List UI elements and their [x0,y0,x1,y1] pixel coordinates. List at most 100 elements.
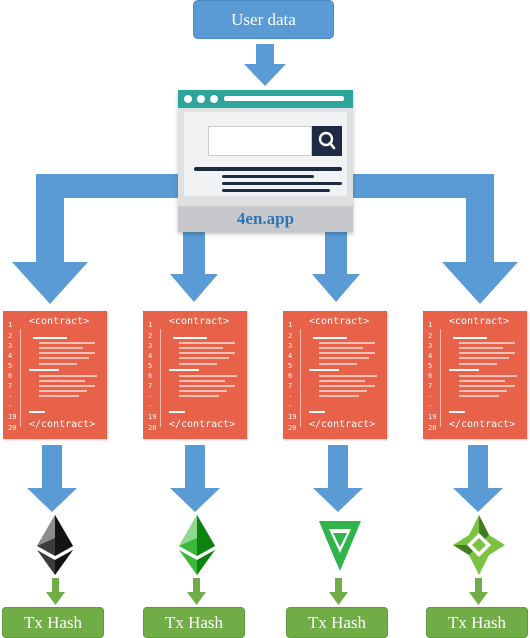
code-line [449,369,479,371]
search-field [208,126,312,156]
code-line [39,375,97,377]
line-number: 2 [288,332,293,340]
contract-close-tag: </contract> [29,419,96,430]
contract-open-tag: <contract> [449,316,510,327]
line-number: 3 [8,342,13,350]
waves-like-star-icon [453,515,505,575]
line-number: 19 [288,413,297,421]
content-line [194,167,342,171]
code-line [179,342,235,344]
content-line [222,175,314,178]
line-number: 20 [288,424,297,432]
code-line [173,337,207,339]
contract-open-tag: <contract> [29,316,90,327]
address-bar [224,96,344,101]
line-number: . [8,391,13,399]
line-number: 4 [148,352,153,360]
ethereum-icon [37,515,73,575]
line-number: 1 [428,321,433,329]
tx-hash-label: Tx Hash [447,612,507,632]
search-icon [312,126,342,156]
window-dot [184,95,192,103]
line-number: 1 [148,321,153,329]
line-number: 2 [428,332,433,340]
line-number: 6 [8,372,13,380]
code-gutter-line [160,329,161,427]
code-line [309,411,325,413]
window-dot [197,95,205,103]
code-line [39,380,85,382]
line-number: 7 [8,382,13,390]
code-gutter-line [440,329,441,427]
arrow-contract-1-to-chain [27,445,77,512]
code-line [179,375,237,377]
code-line [29,369,59,371]
line-number: . [288,391,293,399]
line-number: 6 [148,372,153,380]
content-line [222,182,342,185]
code-gutter-line [300,329,301,427]
code-line [319,395,359,397]
code-line [459,342,515,344]
code-line [179,380,225,382]
code-line [39,347,83,349]
app-domain-banner: 4en.app [178,206,353,232]
line-number: . [8,400,13,408]
line-number: . [148,400,153,408]
code-line [449,411,465,413]
code-line [169,369,199,371]
window-dot [210,95,218,103]
code-line [319,352,375,354]
line-number: 7 [288,382,293,390]
code-line [179,347,223,349]
code-line [39,390,87,392]
ethereum-classic-icon [179,515,215,575]
code-line [459,380,505,382]
contract-close-tag: </contract> [169,419,236,430]
code-line [459,363,497,365]
code-line [313,337,347,339]
code-line [459,347,503,349]
code-line [319,363,357,365]
line-number: 4 [8,352,13,360]
code-line [29,411,45,413]
arrow-chain-3-to-hash [329,578,348,605]
line-number: 5 [288,362,293,370]
tron-like-triangle-icon [319,521,361,571]
code-line [459,375,517,377]
arrow-user-to-app [244,44,286,86]
code-line [319,342,375,344]
line-number: 5 [428,362,433,370]
tx-hash-label: Tx Hash [164,612,224,632]
content-line [222,189,330,192]
line-number: 5 [148,362,153,370]
line-number: 7 [148,382,153,390]
code-line [453,337,487,339]
line-number: 4 [288,352,293,360]
code-line [459,357,509,359]
tx-hash-box: Tx Hash [2,607,104,638]
code-line [33,337,67,339]
line-number: 5 [8,362,13,370]
code-line [459,385,515,387]
code-line [179,363,217,365]
line-number: 3 [288,342,293,350]
arrow-contract-3-to-chain [313,445,363,512]
code-line [319,357,369,359]
line-number: . [428,400,433,408]
arrow-chain-2-to-hash [187,578,206,605]
arrow-app-to-contract-2 [170,232,218,302]
code-line [319,347,363,349]
line-number: 3 [428,342,433,350]
arrow-app-to-contract-3 [312,232,360,302]
code-line [39,363,77,365]
tx-hash-label: Tx Hash [307,612,367,632]
code-line [179,390,227,392]
arrow-chain-4-to-hash [469,578,488,605]
code-line [169,411,185,413]
code-line [39,342,95,344]
line-number: 2 [8,332,13,340]
arrow-app-to-contract-4 [353,174,518,304]
